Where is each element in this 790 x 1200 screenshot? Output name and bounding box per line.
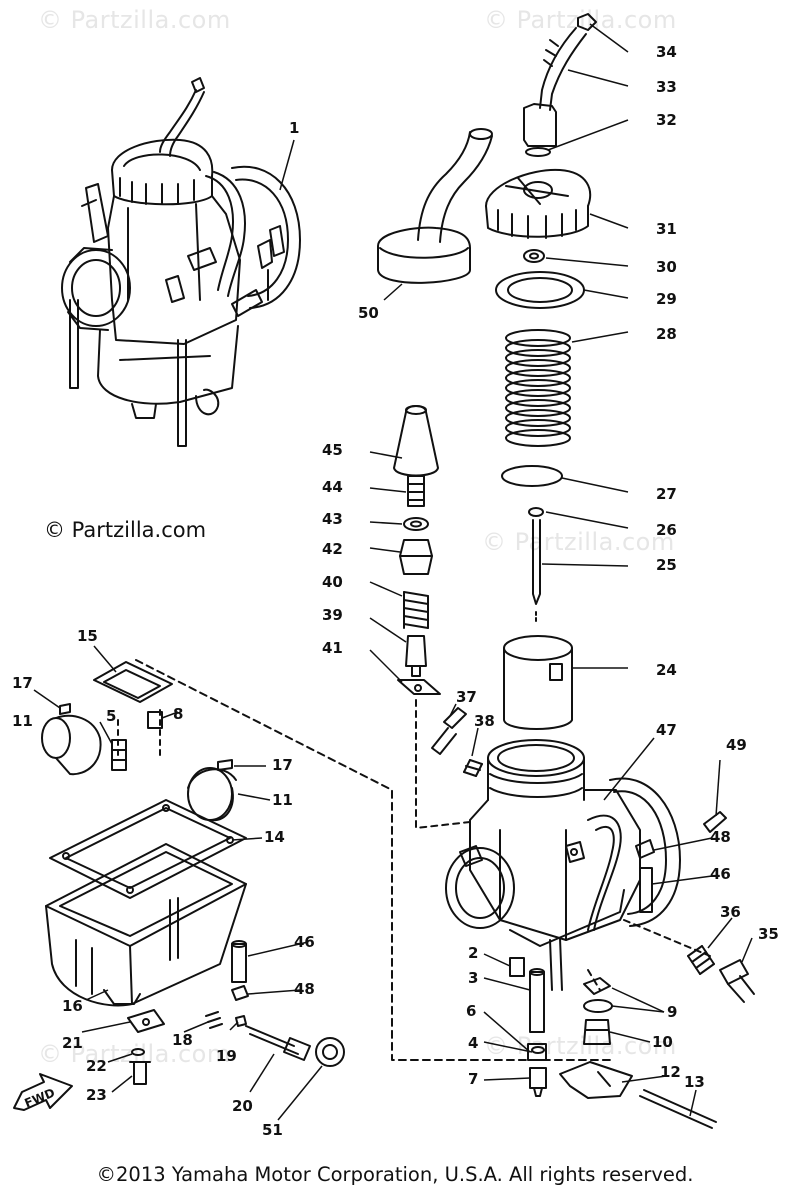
callout-8[interactable]: 8 bbox=[173, 705, 184, 723]
callout-1[interactable]: 1 bbox=[289, 119, 300, 137]
callout-31[interactable]: 31 bbox=[656, 220, 677, 238]
callout-18[interactable]: 18 bbox=[172, 1031, 193, 1049]
callout-39[interactable]: 39 bbox=[322, 606, 343, 624]
watermark: © Partzilla.com bbox=[38, 6, 231, 34]
callout-21[interactable]: 21 bbox=[62, 1034, 83, 1052]
callout-44[interactable]: 44 bbox=[322, 478, 343, 496]
callout-43[interactable]: 43 bbox=[322, 510, 343, 528]
callout-48[interactable]: 48 bbox=[710, 828, 731, 846]
callout-12[interactable]: 12 bbox=[660, 1063, 681, 1081]
callout-6[interactable]: 6 bbox=[466, 1002, 477, 1020]
callout-46[interactable]: 46 bbox=[294, 933, 315, 951]
callout-11[interactable]: 11 bbox=[272, 791, 293, 809]
callout-22[interactable]: 22 bbox=[86, 1057, 107, 1075]
callout-24[interactable]: 24 bbox=[656, 661, 677, 679]
callout-17[interactable]: 17 bbox=[12, 674, 33, 692]
callout-26[interactable]: 26 bbox=[656, 521, 677, 539]
callout-48[interactable]: 48 bbox=[294, 980, 315, 998]
copyright-footer: ©2013 Yamaha Motor Corporation, U.S.A. A… bbox=[96, 1163, 694, 1186]
callout-17[interactable]: 17 bbox=[272, 756, 293, 774]
callout-40[interactable]: 40 bbox=[322, 573, 343, 591]
callout-42[interactable]: 42 bbox=[322, 540, 343, 558]
callout-45[interactable]: 45 bbox=[322, 441, 343, 459]
callout-49[interactable]: 49 bbox=[726, 736, 747, 754]
callout-34[interactable]: 34 bbox=[656, 43, 677, 61]
callout-46[interactable]: 46 bbox=[710, 865, 731, 883]
callout-3[interactable]: 3 bbox=[468, 969, 479, 987]
callout-9[interactable]: 9 bbox=[667, 1003, 678, 1021]
callout-29[interactable]: 29 bbox=[656, 290, 677, 308]
callout-7[interactable]: 7 bbox=[468, 1070, 479, 1088]
callout-16[interactable]: 16 bbox=[62, 997, 83, 1015]
fwd-arrow-icon bbox=[13, 1073, 73, 1111]
callout-11[interactable]: 11 bbox=[12, 712, 33, 730]
callout-20[interactable]: 20 bbox=[232, 1097, 253, 1115]
spring-drawing bbox=[505, 329, 571, 447]
callout-36[interactable]: 36 bbox=[720, 903, 741, 921]
callout-5[interactable]: 5 bbox=[106, 707, 117, 725]
callout-37[interactable]: 37 bbox=[456, 688, 477, 706]
callout-27[interactable]: 27 bbox=[656, 485, 677, 503]
callout-50[interactable]: 50 bbox=[358, 304, 379, 322]
callout-15[interactable]: 15 bbox=[77, 627, 98, 645]
callout-28[interactable]: 28 bbox=[656, 325, 677, 343]
callout-4[interactable]: 4 bbox=[468, 1034, 479, 1052]
callout-25[interactable]: 25 bbox=[656, 556, 677, 574]
callout-23[interactable]: 23 bbox=[86, 1086, 107, 1104]
callout-30[interactable]: 30 bbox=[656, 258, 677, 276]
callout-33[interactable]: 33 bbox=[656, 78, 677, 96]
watermark: © Partzilla.com bbox=[484, 6, 677, 34]
watermark: © Partzilla.com bbox=[482, 528, 675, 556]
callout-13[interactable]: 13 bbox=[684, 1073, 705, 1091]
watermark: © Partzilla.com bbox=[484, 1032, 677, 1060]
callout-10[interactable]: 10 bbox=[652, 1033, 673, 1051]
watermark-visible: © Partzilla.com bbox=[44, 518, 207, 542]
carburetor-assembly-drawing bbox=[61, 77, 301, 447]
callout-35[interactable]: 35 bbox=[758, 925, 779, 943]
callout-19[interactable]: 19 bbox=[216, 1047, 237, 1065]
callout-32[interactable]: 32 bbox=[656, 111, 677, 129]
callout-47[interactable]: 47 bbox=[656, 721, 677, 739]
callout-41[interactable]: 41 bbox=[322, 639, 343, 657]
callout-14[interactable]: 14 bbox=[264, 828, 285, 846]
carburetor-body-drawing bbox=[445, 739, 727, 991]
callout-2[interactable]: 2 bbox=[468, 944, 479, 962]
callout-38[interactable]: 38 bbox=[474, 712, 495, 730]
callout-51[interactable]: 51 bbox=[262, 1121, 283, 1139]
